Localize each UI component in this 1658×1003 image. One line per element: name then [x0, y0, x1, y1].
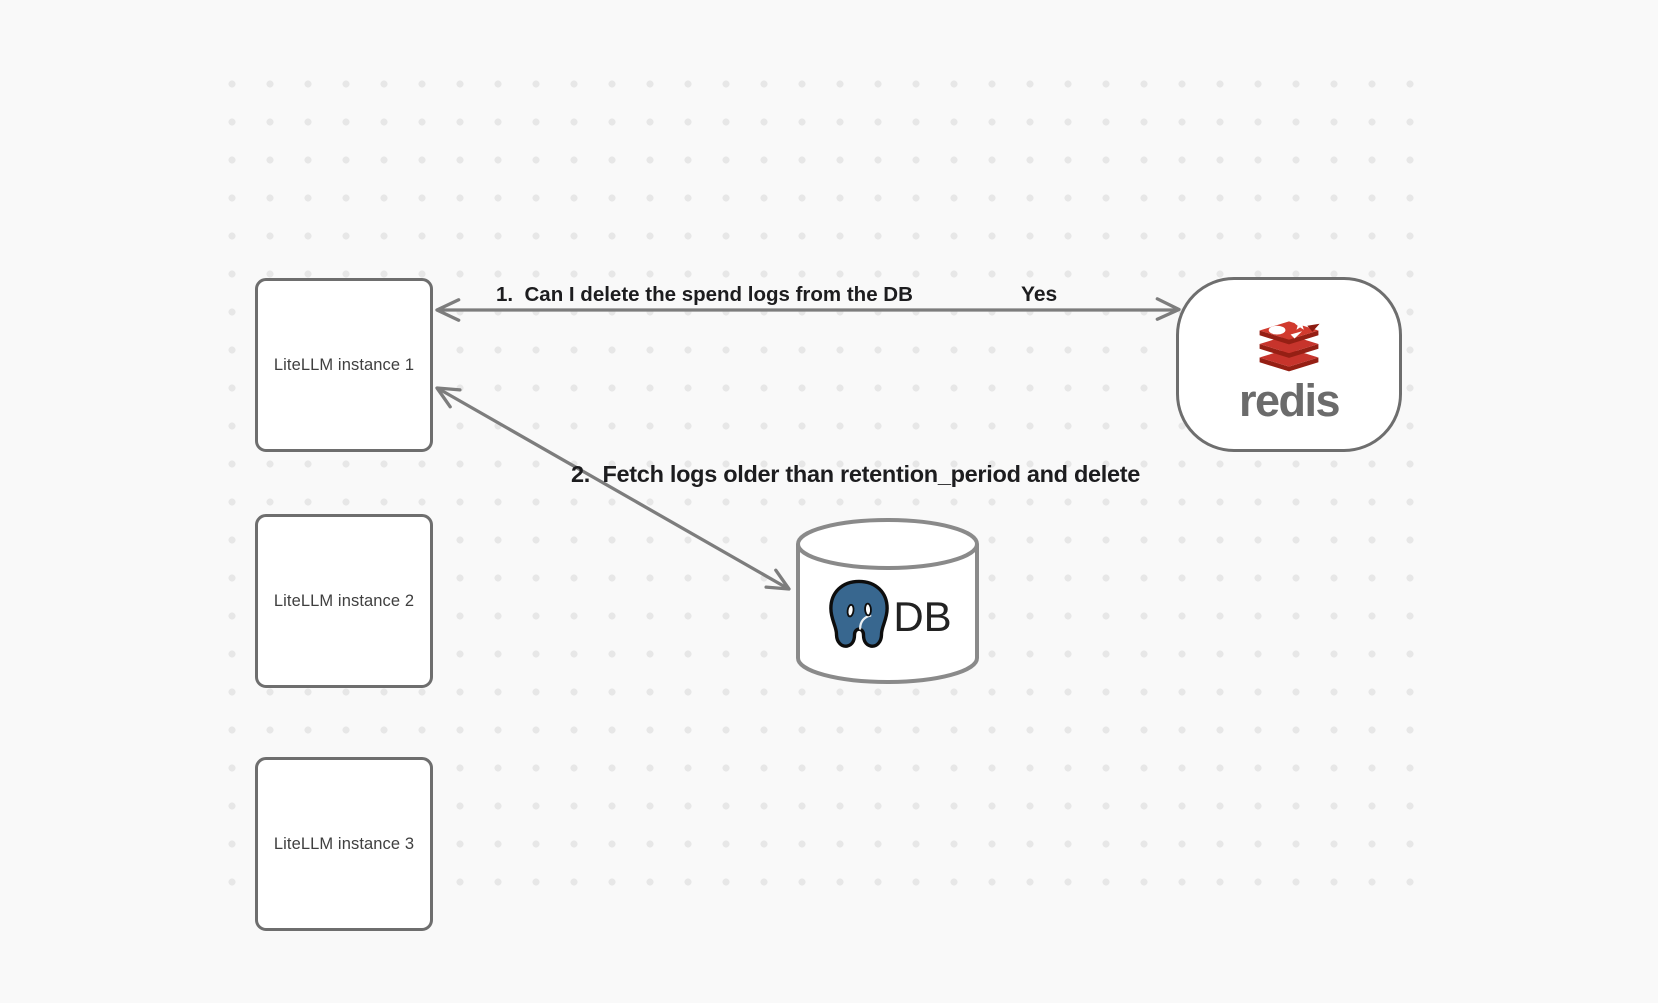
arrow-1-response-label[interactable]: Yes — [1021, 283, 1058, 306]
node-litellm-instance-3[interactable]: LiteLLM instance 3 — [255, 757, 433, 931]
arrow-litellm-redis[interactable] — [435, 297, 1181, 322]
arrow-litellm-db[interactable] — [435, 386, 791, 591]
node-label: LiteLLM instance 3 — [273, 834, 415, 853]
node-litellm-instance-1[interactable]: LiteLLM instance 1 — [255, 278, 433, 452]
redis-logo-icon — [1259, 319, 1320, 372]
redis-wordmark: redis — [1238, 375, 1341, 426]
node-label: LiteLLM instance 2 — [273, 591, 415, 610]
arrow-1-label[interactable]: 1. Can I delete the spend logs from the … — [496, 283, 913, 306]
arrow-2-label[interactable]: 2. Fetch logs older than retention_perio… — [571, 461, 1141, 487]
db-label: DB — [893, 593, 952, 640]
node-label: LiteLLM instance 1 — [273, 355, 415, 374]
node-redis[interactable]: redis — [1176, 277, 1402, 452]
node-postgres-db[interactable]: DB — [796, 518, 979, 684]
postgresql-elephant-icon — [829, 579, 890, 648]
node-litellm-instance-2[interactable]: LiteLLM instance 2 — [255, 514, 433, 688]
db-node-content: DB — [796, 550, 979, 678]
